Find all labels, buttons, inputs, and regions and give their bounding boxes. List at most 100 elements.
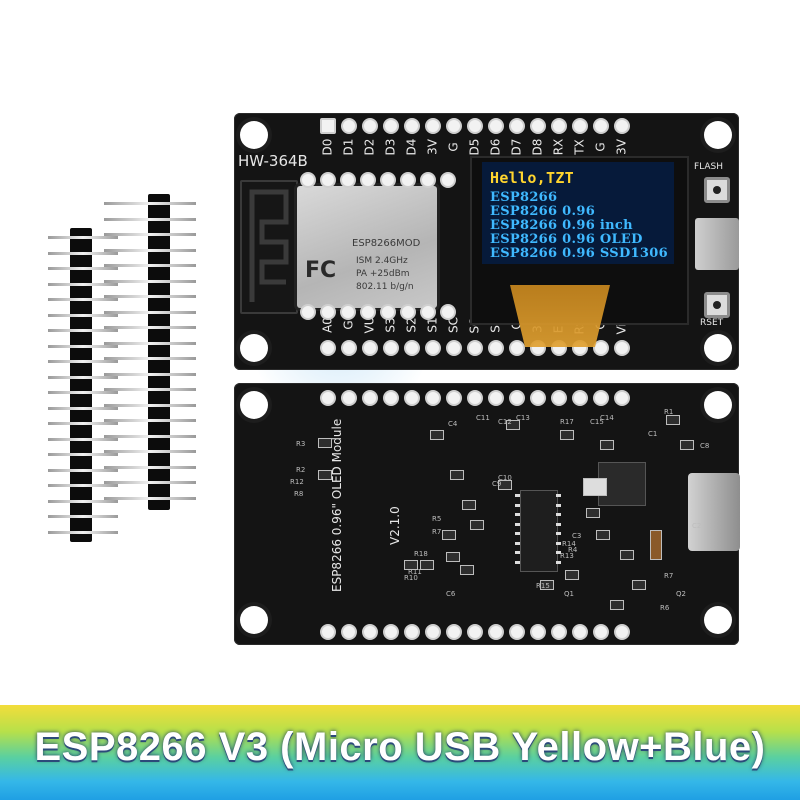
smd-part bbox=[446, 552, 460, 562]
ic-pin bbox=[515, 503, 520, 507]
mount-hole bbox=[240, 606, 268, 634]
ic-pin bbox=[515, 532, 520, 535]
pin-pad bbox=[488, 340, 504, 356]
pin-pads-top bbox=[320, 390, 630, 406]
pin-pad bbox=[362, 340, 378, 356]
header-pin bbox=[104, 372, 196, 376]
pin-pad bbox=[300, 172, 316, 188]
ic-pin bbox=[556, 503, 561, 507]
pin-pad bbox=[362, 624, 378, 640]
header-pin bbox=[104, 310, 196, 314]
component-ref: C9 bbox=[492, 480, 502, 488]
component-ref: R10 bbox=[404, 574, 418, 582]
pin-pad bbox=[341, 624, 357, 640]
component-ref: C14 bbox=[600, 414, 614, 422]
pin-label: D8 bbox=[530, 138, 545, 156]
module-spec-1: ISM 2.4GHz bbox=[356, 256, 408, 266]
pin-pad bbox=[572, 390, 588, 406]
component-ref: C15 bbox=[590, 418, 604, 426]
smd-part bbox=[620, 550, 634, 560]
smd-part bbox=[596, 530, 610, 540]
reset-button[interactable] bbox=[704, 292, 730, 318]
ic-pin bbox=[515, 541, 520, 545]
flash-button[interactable] bbox=[704, 177, 730, 203]
pin-pad bbox=[530, 390, 546, 406]
component-ref: R13 bbox=[560, 552, 574, 560]
pin-label: D2 bbox=[362, 138, 377, 156]
component-ref: Q2 bbox=[676, 590, 686, 598]
smd-part bbox=[666, 415, 680, 425]
pin-pad bbox=[446, 340, 462, 356]
oled-line-4: ESP8266 0.96 inch bbox=[490, 218, 633, 233]
pin-pad bbox=[383, 340, 399, 356]
component-ref: R2 bbox=[296, 466, 306, 474]
header-pin bbox=[48, 360, 118, 363]
pin-pad bbox=[488, 390, 504, 406]
pin-pad bbox=[425, 624, 441, 640]
smd-part bbox=[470, 520, 484, 530]
header-pin bbox=[104, 434, 196, 438]
pin-pad bbox=[383, 624, 399, 640]
caption-banner bbox=[0, 705, 800, 800]
module-pads bbox=[300, 304, 456, 320]
pin-pad bbox=[360, 304, 376, 320]
smd-part bbox=[460, 565, 474, 575]
header-pin bbox=[48, 236, 118, 239]
pin-pad bbox=[488, 118, 504, 134]
pin-pad bbox=[340, 172, 356, 188]
pin-pad bbox=[488, 624, 504, 640]
smd-part bbox=[318, 470, 332, 480]
ic-pin bbox=[556, 551, 561, 554]
reset-label: RSET bbox=[700, 318, 724, 328]
component-ref: C3 bbox=[572, 532, 582, 540]
regulator-tab bbox=[583, 478, 607, 496]
pin-pad bbox=[383, 118, 399, 134]
component-ref: R17 bbox=[560, 418, 574, 426]
pin-pad bbox=[614, 390, 630, 406]
component-ref: C4 bbox=[448, 420, 458, 428]
component-ref: R14 bbox=[562, 540, 576, 548]
pin-pad bbox=[593, 340, 609, 356]
oled-line-2: ESP8266 bbox=[490, 190, 558, 205]
component-ref: Q1 bbox=[564, 590, 574, 598]
component-ref: C11 bbox=[476, 414, 490, 422]
micro-usb-port bbox=[695, 218, 739, 270]
pin-pad bbox=[593, 118, 609, 134]
header-pin bbox=[48, 499, 118, 503]
fcc-logo: FC bbox=[305, 258, 337, 283]
mount-hole bbox=[704, 121, 732, 149]
component-ref: R11 bbox=[408, 568, 422, 576]
pin-pad bbox=[614, 340, 630, 356]
component-ref: C10 bbox=[498, 474, 512, 482]
header-pin bbox=[104, 202, 196, 205]
smd-part bbox=[560, 430, 574, 440]
pin-pad bbox=[400, 304, 416, 320]
component-ref: R4 bbox=[568, 546, 578, 554]
smd-part bbox=[404, 560, 418, 570]
pin-pad bbox=[551, 390, 567, 406]
header-pin bbox=[104, 465, 196, 469]
capacitor bbox=[650, 530, 662, 560]
component-ref: C13 bbox=[516, 414, 530, 422]
ic-pin bbox=[515, 513, 520, 516]
ic-pin bbox=[556, 541, 561, 545]
pin-pad bbox=[614, 624, 630, 640]
pin-pad bbox=[360, 172, 376, 188]
pin-pad bbox=[340, 304, 356, 320]
smd-part bbox=[540, 580, 554, 590]
header-pin bbox=[104, 233, 196, 236]
module-title-silk: ESP8266 0.96" OLED Module bbox=[330, 418, 344, 592]
header-pin bbox=[104, 388, 196, 391]
oled-screen bbox=[482, 162, 674, 264]
mount-hole bbox=[704, 334, 732, 362]
pin-pad bbox=[530, 118, 546, 134]
ic-pin bbox=[556, 522, 561, 526]
component-ref: R6 bbox=[660, 604, 670, 612]
header-pin bbox=[104, 217, 196, 221]
pin-pad bbox=[404, 390, 420, 406]
smd-part bbox=[632, 580, 646, 590]
header-pin bbox=[104, 341, 196, 345]
pin-pad bbox=[425, 340, 441, 356]
pin-pad bbox=[572, 624, 588, 640]
header-pin bbox=[104, 295, 196, 298]
